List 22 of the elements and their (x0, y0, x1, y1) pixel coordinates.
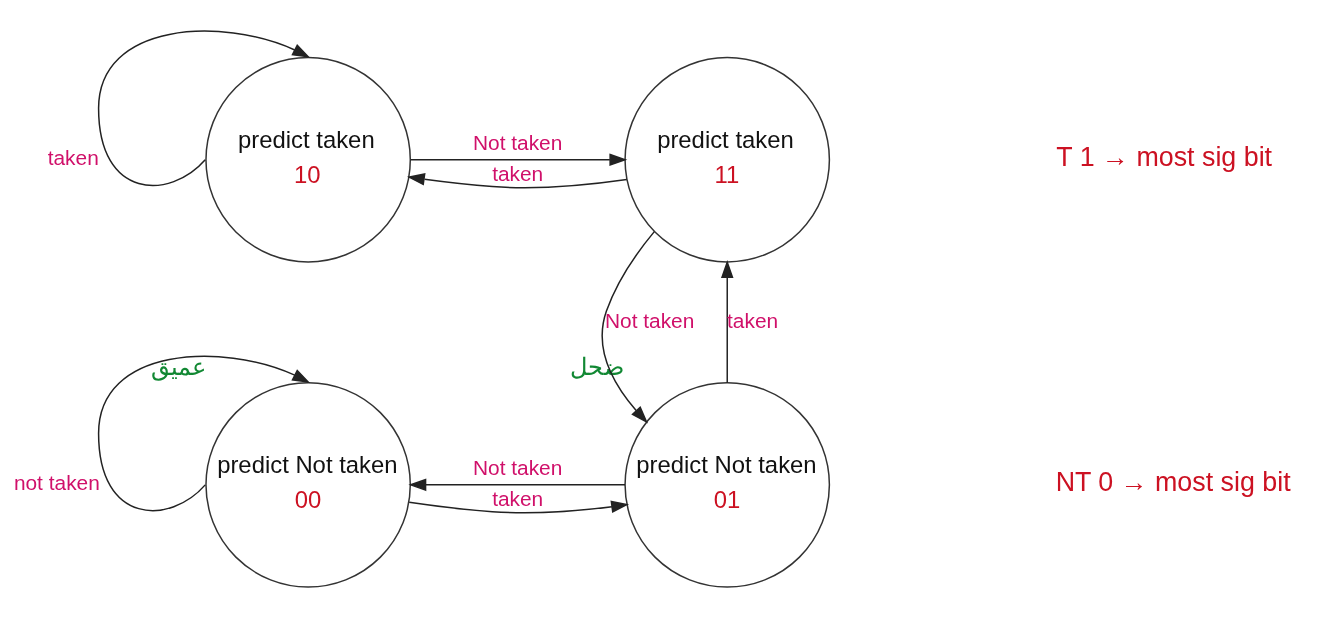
arrow (408, 500, 630, 514)
label: NT 0 → most sig bit (1055, 467, 1291, 498)
edge-label: taken (492, 161, 544, 185)
edge-label: not taken (13, 471, 100, 495)
node-circle: predict taken 10 (205, 56, 412, 263)
arrow (601, 230, 656, 424)
label: T 1 → most sig bit (1056, 142, 1273, 173)
arrow (409, 153, 628, 166)
edge-label: Not taken (473, 455, 563, 479)
node-circle: predict Not taken 00 (205, 381, 412, 588)
edge-label: taken (492, 487, 544, 511)
edge-label: Not taken (473, 130, 563, 154)
node-circle: predict Not taken 01 (624, 381, 831, 588)
arrow (408, 478, 626, 492)
arrow (720, 260, 734, 384)
edge-label: Not taken (605, 308, 695, 332)
node-label: عميق (150, 352, 206, 380)
edge-label: taken (47, 146, 99, 170)
arrow (97, 355, 311, 512)
arrow (406, 173, 628, 189)
arrow (97, 30, 311, 187)
node-circle: predict taken 11 (624, 56, 831, 263)
